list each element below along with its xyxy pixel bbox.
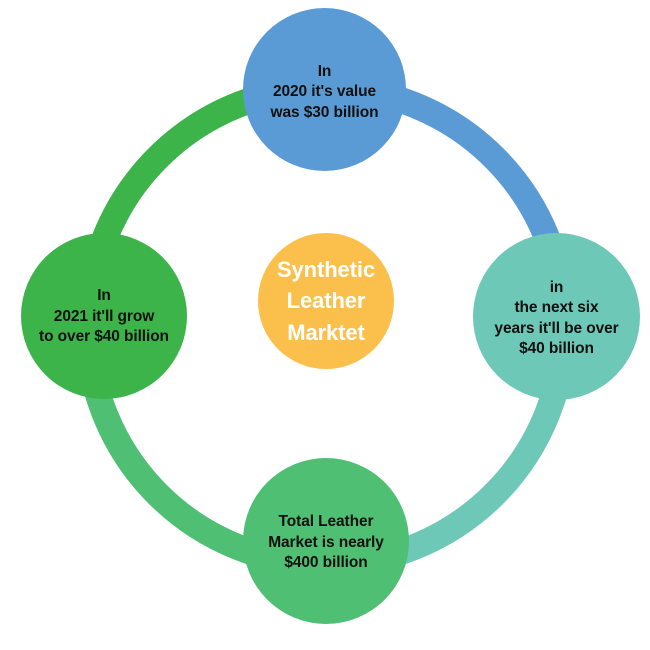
node-top-label: In 2020 it's value was $30 billion [270,62,379,121]
node-right-next-six-years[interactable]: in the next six years it'll be over $40 … [473,233,640,400]
center-title-label: Synthetic Leather Marktet [276,257,376,345]
node-right-label: in the next six years it'll be over $40 … [494,278,619,357]
node-left-label: In 2021 it'll grow to over $40 billion [39,287,169,346]
node-bottom-label: Total Leather Market is nearly $400 bill… [268,513,384,572]
node-bottom-total-leather-market[interactable]: Total Leather Market is nearly $400 bill… [243,458,409,624]
node-left-2021-growth[interactable]: In 2021 it'll grow to over $40 billion [21,233,187,399]
node-top-2020-value[interactable]: In 2020 it's value was $30 billion [243,8,406,171]
node-center-title[interactable]: Synthetic Leather Marktet [258,233,394,369]
